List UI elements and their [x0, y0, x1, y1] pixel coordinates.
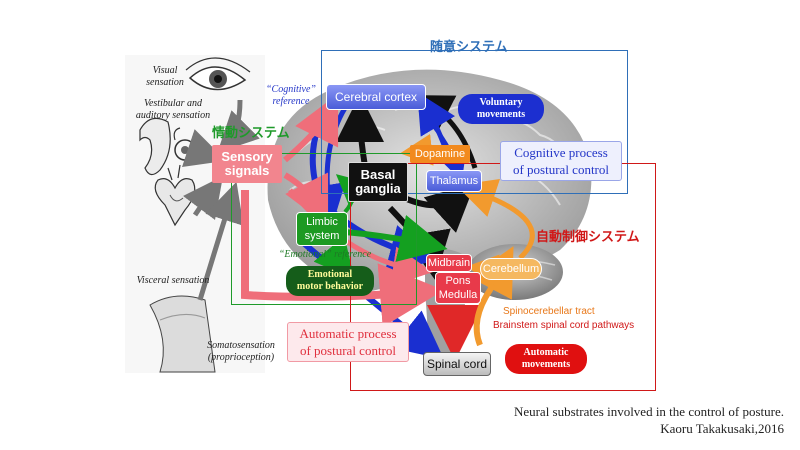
spinal-cord-node: Spinal cord — [423, 352, 491, 376]
emotional-motor-behavior-pill: Emotional motor behavior — [286, 266, 374, 296]
automatic-movements-pill: Automatic movements — [505, 344, 587, 374]
basal-ganglia-node: Basal ganglia — [348, 162, 408, 202]
limbic-system-node: Limbic system — [296, 212, 348, 246]
voluntary-movements-pill: Voluntary movements — [458, 94, 544, 124]
emotional-reference-label: “Emotional” reference — [278, 249, 372, 260]
visual-sensation-label: Visual sensation — [146, 65, 184, 88]
voluntary-system-title: 随意システム — [430, 40, 508, 55]
thalamus-node: Thalamus — [426, 170, 482, 192]
emotional-system-frame — [231, 153, 417, 305]
figure-caption: Neural substrates involved in the contro… — [513, 404, 784, 419]
emotional-system-title: 情動システム — [212, 126, 290, 141]
cognitive-reference-label: “Cognitive” reference — [265, 84, 316, 107]
sensory-signals-node: Sensory signals — [212, 145, 282, 183]
dopamine-node: Dopamine — [410, 145, 470, 163]
midbrain-node: Midbrain — [426, 254, 472, 272]
vestibular-sensation-label: Vestibular and auditory sensation — [135, 98, 211, 121]
figure-credit: Kaoru Takakusaki,2016 — [660, 421, 784, 436]
pons-medulla-node: Pons Medulla — [435, 272, 481, 304]
cerebral-cortex-node: Cerebral cortex — [326, 84, 426, 110]
somatosensation-label: Somatosensation (proprioception) — [207, 340, 275, 363]
automatic-system-title: 自動制御システム — [536, 230, 640, 245]
automatic-process-box: Automatic process of postural control — [287, 322, 409, 362]
brainstem-pathways-label: Brainstem spinal cord pathways — [493, 320, 635, 331]
visceral-sensation-label: Visceral sensation — [136, 275, 210, 286]
cognitive-process-box: Cognitive process of postural control — [500, 141, 622, 181]
spinocerebellar-tract-label: Spinocerebellar tract — [503, 306, 595, 317]
cerebellum-node: Cerebellum — [480, 258, 542, 280]
voluntary-system-frame — [321, 50, 628, 194]
